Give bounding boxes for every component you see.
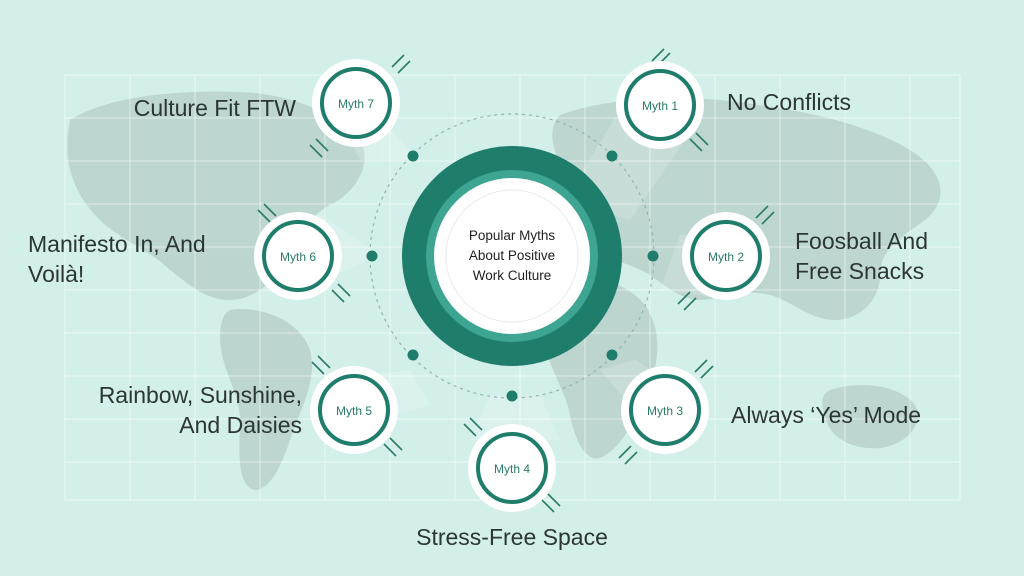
myth-badge-2: Myth 2 (677, 205, 775, 311)
myth-2-label-line-2: Free Snacks (795, 258, 925, 284)
orbit-dot-6 (366, 250, 378, 262)
myth-6-label-line-1: Manifesto In, And (28, 231, 206, 257)
myth-4-label: Stress-Free Space (372, 522, 652, 552)
orbit-dots (366, 150, 659, 402)
myth-6-label-line-2: Voilà! (28, 261, 85, 287)
myth-4-label-line-1: Stress-Free Space (416, 524, 608, 550)
orbit-dot-4 (506, 390, 518, 402)
center-title: Popular Myths About Positive Work Cultur… (442, 226, 582, 286)
myth-7-label: Culture Fit FTW (60, 93, 296, 123)
myth-5-label: Rainbow, Sunshine, And Daisies (40, 380, 302, 440)
center-title-line-1: Popular Myths (468, 228, 556, 243)
myth-2-label-line-1: Foosball And (795, 228, 928, 254)
center-title-line-3: Work Culture (472, 268, 552, 283)
myth-badge-label: Myth 2 (708, 250, 744, 264)
myth-2-label: Foosball And Free Snacks (795, 226, 928, 286)
myth-badge-label: Myth 5 (336, 404, 372, 418)
myth-badge-label: Myth 7 (338, 97, 374, 111)
orbit-dot-1 (606, 150, 618, 162)
myth-badge-6: Myth 6 (254, 203, 351, 303)
orbit-dot-3 (606, 349, 618, 361)
central-hub (402, 146, 622, 366)
myth-badge-label: Myth 1 (642, 99, 678, 113)
myth-5-label-line-2: And Daisies (179, 412, 302, 438)
myth-badge-5: Myth 5 (310, 355, 403, 457)
myth-6-label: Manifesto In, And Voilà! (28, 229, 206, 289)
orbit-dot-2 (647, 250, 659, 262)
orbit-dot-7 (407, 150, 419, 162)
myth-badge-label: Myth 3 (647, 404, 683, 418)
myth-3-label-line-1: Always ‘Yes’ Mode (731, 402, 922, 428)
myth-7-label-line-1: Culture Fit FTW (133, 95, 296, 121)
center-title-line-2: About Positive (468, 248, 556, 263)
myth-badge-1: Myth 1 (616, 48, 709, 152)
orbit-dot-5 (407, 349, 419, 361)
myth-5-label-line-1: Rainbow, Sunshine, (98, 382, 302, 408)
myth-3-label: Always ‘Yes’ Mode (731, 400, 921, 430)
myth-badge-label: Myth 6 (280, 250, 316, 264)
myth-1-label-line-1: No Conflicts (727, 89, 851, 115)
myth-badge-7: Myth 7 (309, 54, 411, 158)
myth-1-label: No Conflicts (727, 87, 851, 117)
myth-badge-4: Myth 4 (463, 417, 561, 513)
myth-badge-3: Myth 3 (618, 359, 714, 465)
myth-badge-label: Myth 4 (494, 462, 530, 476)
